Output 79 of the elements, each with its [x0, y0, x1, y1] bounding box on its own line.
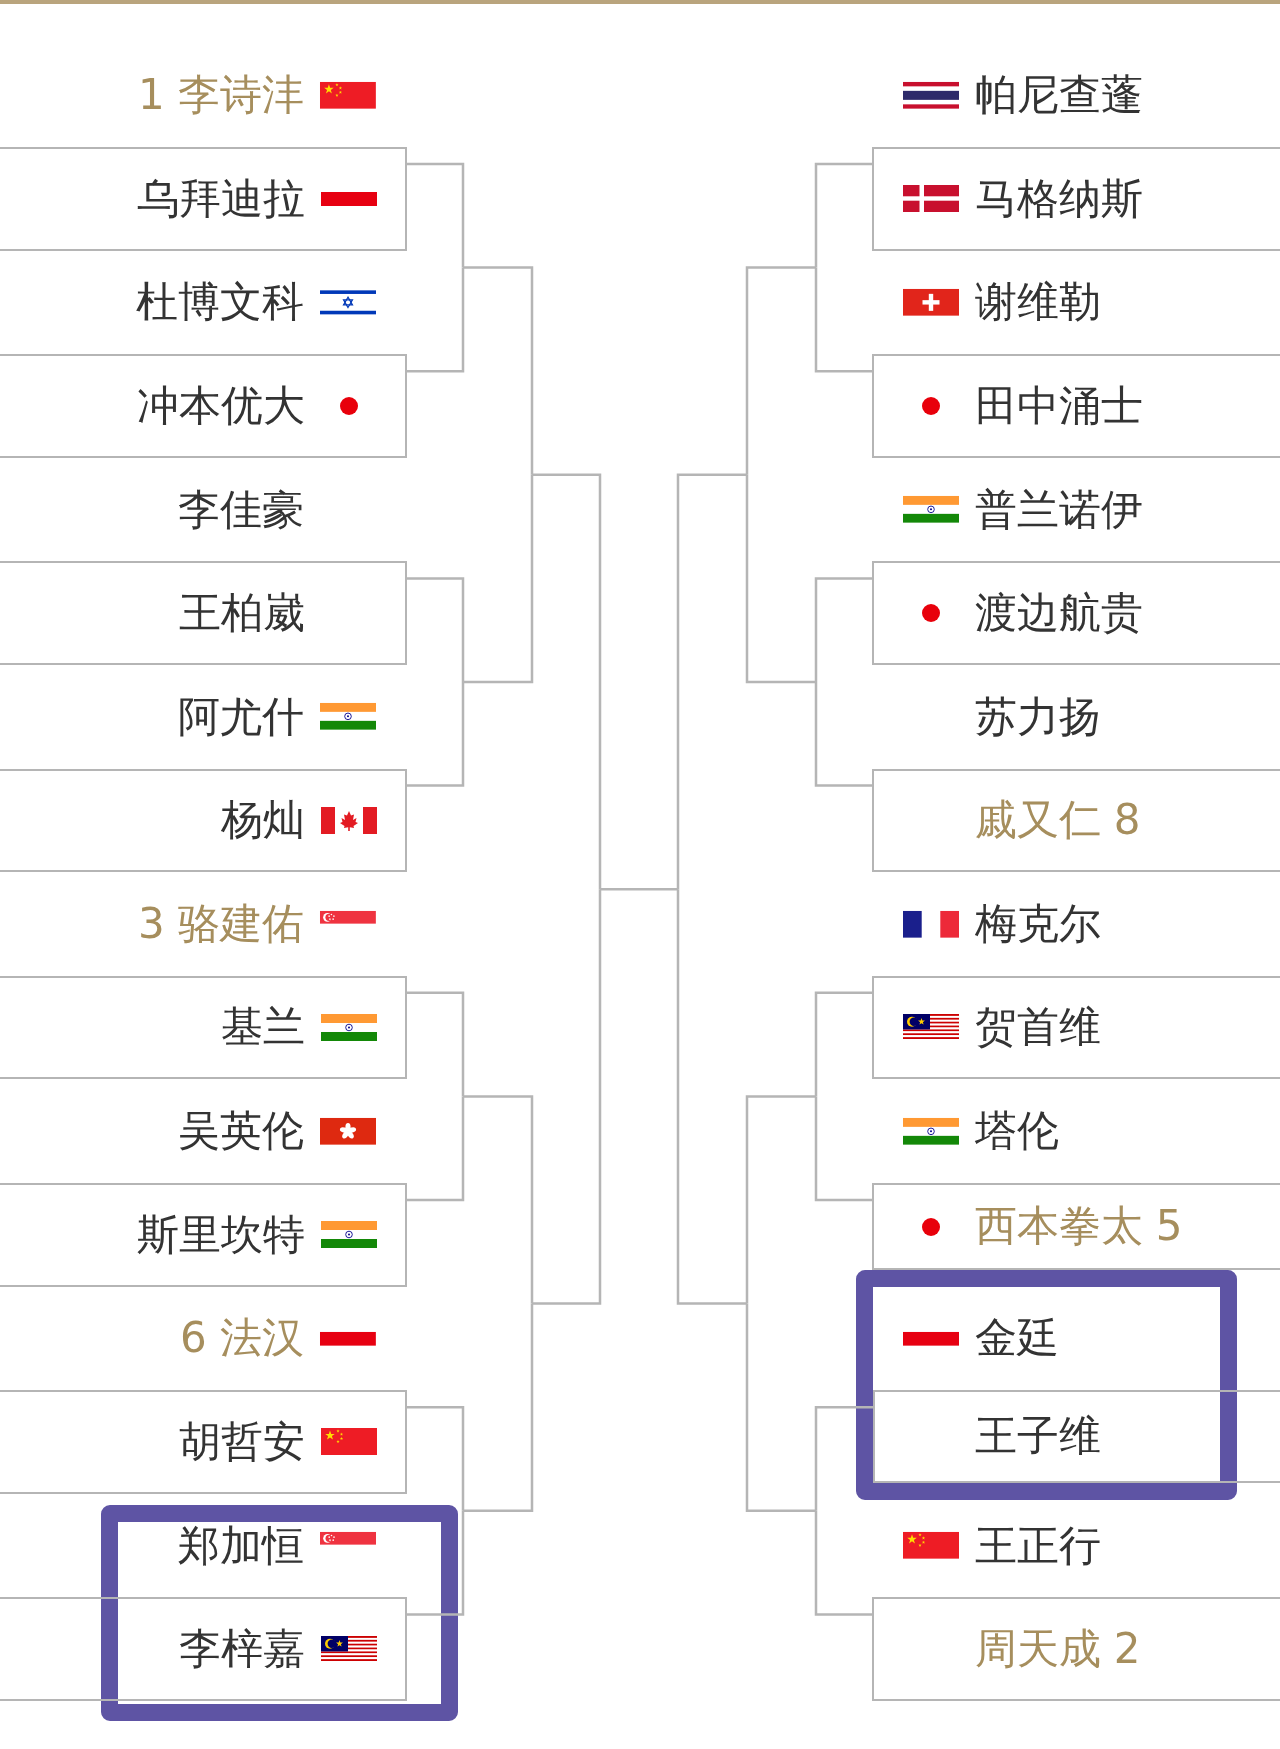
bracket-line — [463, 266, 534, 475]
player-name: 杜博文科 — [136, 278, 304, 327]
bracket-line — [532, 889, 602, 1305]
highlight-frame — [101, 1505, 458, 1721]
bracket-line — [745, 1095, 816, 1304]
player-name: 王柏崴 — [178, 589, 305, 638]
player-name: 阿尤什 — [178, 692, 304, 741]
player-name: 乌拜迪拉 — [136, 174, 305, 223]
player-name: 梅克尔 — [975, 899, 1101, 949]
bracket-line — [745, 1303, 816, 1513]
bracket-line — [814, 1096, 874, 1202]
player-name: 西本拳太 5 — [974, 1202, 1183, 1251]
player-name: 塔伦 — [975, 1107, 1059, 1156]
player-name: 王子维 — [974, 1412, 1101, 1461]
player-name: 金廷 — [975, 1314, 1059, 1363]
player-box — [872, 561, 1280, 665]
bracket-line — [600, 887, 678, 891]
bracket-line — [405, 162, 465, 268]
player-name: 周天成 2 — [974, 1625, 1141, 1674]
player-box — [872, 1183, 1280, 1270]
bracket-line — [676, 889, 747, 1305]
bracket-line — [405, 267, 465, 373]
player-name: 3 骆建佑 — [137, 899, 304, 949]
player-box — [872, 768, 1280, 873]
bracket-line — [814, 1405, 875, 1511]
player-box — [873, 1390, 1280, 1483]
player-box — [0, 354, 407, 458]
bracket-line — [532, 473, 602, 890]
player-box — [872, 147, 1280, 251]
bracket-line — [814, 1510, 874, 1616]
bracket-line — [814, 682, 874, 787]
player-name: 李佳豪 — [178, 485, 304, 534]
player-box — [872, 975, 1280, 1080]
player-name: 1 李诗沣 — [137, 71, 304, 120]
player-name: 冲本优大 — [136, 381, 305, 431]
bracket-line — [745, 474, 816, 684]
player-name: 贺首维 — [974, 1003, 1101, 1052]
player-name: 斯里坎特 — [136, 1210, 305, 1259]
player-box — [872, 354, 1280, 458]
player-box — [0, 1183, 407, 1287]
highlight-frame — [856, 1270, 1237, 1500]
player-box — [0, 975, 407, 1080]
player-name: 郑加恒 — [178, 1521, 304, 1570]
player-name: 渡边航贵 — [974, 589, 1143, 638]
player-name: 杨灿 — [220, 796, 305, 845]
player-name: 6 法汉 — [179, 1314, 304, 1363]
player-name: 吴英伦 — [178, 1107, 304, 1156]
bracket-line — [405, 991, 465, 1097]
bracket-line — [814, 162, 874, 268]
player-name: 戚又仁 8 — [974, 796, 1141, 845]
bracket-line — [405, 577, 465, 682]
player-name: 李梓嘉 — [178, 1625, 305, 1674]
player-box — [0, 561, 407, 665]
player-name: 普兰诺伊 — [975, 485, 1143, 534]
bracket-line — [814, 991, 874, 1097]
player-name: 田中涌士 — [974, 381, 1143, 431]
player-name: 谢维勒 — [975, 278, 1101, 327]
bracket-line — [405, 1405, 465, 1511]
bracket-line — [463, 474, 534, 684]
player-box — [0, 1597, 407, 1701]
player-name: 胡哲安 — [178, 1417, 305, 1467]
player-box — [0, 147, 407, 251]
player-box — [872, 1597, 1280, 1701]
player-box — [0, 1390, 407, 1494]
bracket-line — [676, 473, 747, 890]
bracket-line — [745, 266, 816, 475]
player-name: 马格纳斯 — [974, 174, 1143, 223]
bracket-line — [405, 1096, 465, 1202]
player-name: 苏力扬 — [975, 692, 1101, 741]
player-box — [0, 768, 407, 873]
player-name: 基兰 — [220, 1003, 305, 1052]
bracket-line — [463, 1303, 534, 1513]
bracket-line — [463, 1095, 534, 1304]
player-name: 王正行 — [975, 1521, 1101, 1570]
player-name: 帕尼查蓬 — [975, 71, 1143, 120]
bracket-line — [814, 267, 874, 373]
bracket-line — [405, 682, 465, 787]
bracket-line — [814, 577, 874, 682]
bracket-line — [405, 1510, 465, 1616]
